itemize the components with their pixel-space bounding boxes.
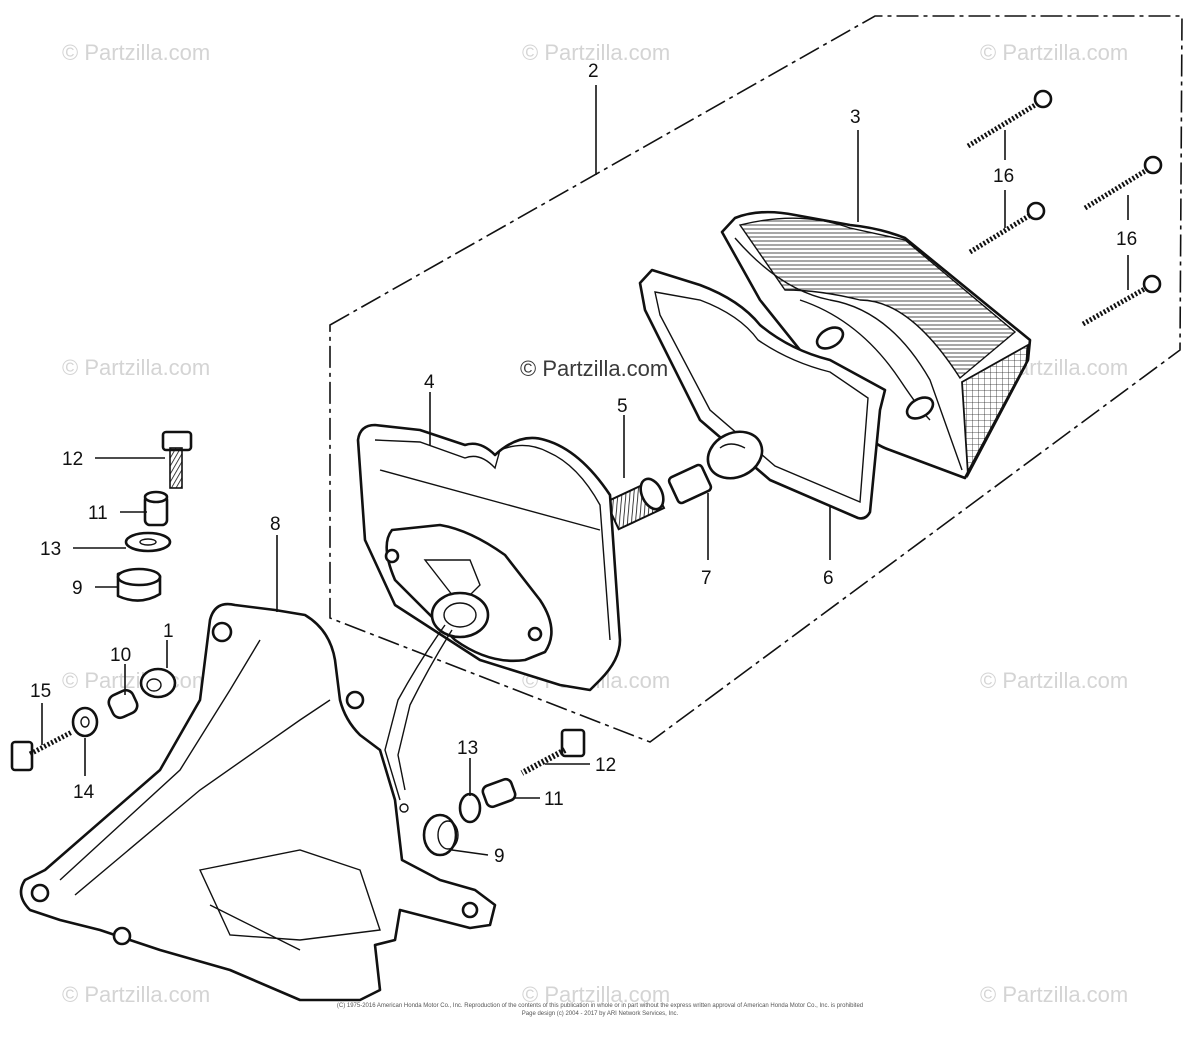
leader-lines bbox=[41, 85, 1129, 856]
watermark: © Partzilla.com bbox=[62, 355, 210, 380]
collar-11-left bbox=[143, 490, 169, 527]
callout-6: 6 bbox=[823, 568, 834, 589]
callouts: 2 3 16 16 4 5 7 6 8 12 11 13 9 1 10 15 1… bbox=[30, 61, 1137, 867]
washer-13-right bbox=[458, 792, 482, 824]
grommet-9-right bbox=[422, 813, 459, 857]
callout-12-right: 12 bbox=[595, 755, 616, 776]
assembly-boundary bbox=[329, 15, 1183, 743]
housing-part bbox=[356, 423, 622, 813]
callout-10: 10 bbox=[110, 645, 131, 666]
callout-13-left: 13 bbox=[40, 539, 61, 560]
washer-13-left bbox=[124, 531, 172, 553]
watermark: © Partzilla.com bbox=[980, 40, 1128, 65]
footer: (C) 1975-2016 American Honda Motor Co., … bbox=[337, 1003, 863, 1017]
gasket-part bbox=[638, 268, 887, 520]
collar-11-right bbox=[481, 777, 517, 809]
screw-16a bbox=[966, 89, 1053, 149]
nut-1 bbox=[139, 667, 177, 699]
watermark: © Partzilla.com bbox=[980, 982, 1128, 1007]
watermark-center: © Partzilla.com bbox=[520, 356, 668, 381]
callout-2: 2 bbox=[588, 61, 599, 82]
screw-16b bbox=[968, 201, 1046, 255]
callout-13-right: 13 bbox=[457, 738, 478, 759]
watermark: © Partzilla.com bbox=[62, 668, 210, 693]
collar-10 bbox=[107, 688, 139, 720]
callout-8: 8 bbox=[270, 514, 281, 535]
callout-14: 14 bbox=[73, 782, 95, 803]
screw-16c bbox=[1083, 155, 1163, 211]
watermark: © Partzilla.com bbox=[62, 40, 210, 65]
callout-12-left: 12 bbox=[62, 449, 83, 470]
callout-3: 3 bbox=[850, 107, 861, 128]
watermark: © Partzilla.com bbox=[522, 40, 670, 65]
bulb-part bbox=[667, 430, 764, 505]
callout-9-left: 9 bbox=[72, 578, 83, 599]
callout-9-right: 9 bbox=[494, 846, 505, 867]
left-hardware bbox=[10, 430, 193, 772]
callout-4: 4 bbox=[424, 372, 435, 393]
grommet-9-left bbox=[116, 567, 162, 602]
watermark: © Partzilla.com bbox=[980, 668, 1128, 693]
callout-7: 7 bbox=[701, 568, 712, 589]
lens-part bbox=[720, 210, 1032, 480]
callout-16-right: 16 bbox=[1116, 229, 1137, 250]
washer-14 bbox=[71, 706, 99, 738]
socket-part bbox=[604, 477, 666, 531]
callout-5: 5 bbox=[617, 396, 628, 417]
bolt-15 bbox=[10, 729, 74, 772]
screws-16 bbox=[966, 89, 1163, 327]
right-hardware bbox=[422, 728, 586, 857]
footer-line-1: (C) 1975-2016 American Honda Motor Co., … bbox=[337, 1003, 863, 1009]
bolt-12-right bbox=[520, 728, 586, 776]
watermark: © Partzilla.com bbox=[62, 982, 210, 1007]
callout-11-left: 11 bbox=[88, 503, 108, 524]
callout-1: 1 bbox=[163, 621, 174, 642]
watermark: © Partzilla.com bbox=[522, 982, 670, 1007]
callout-15: 15 bbox=[30, 681, 51, 702]
bracket-part bbox=[19, 602, 497, 1002]
screw-16d bbox=[1081, 274, 1162, 327]
callout-16-left: 16 bbox=[993, 166, 1014, 187]
footer-line-2: Page design (c) 2004 - 2017 by ARI Netwo… bbox=[522, 1011, 679, 1017]
callout-11-right: 11 bbox=[544, 789, 564, 810]
bolt-12-left bbox=[161, 430, 193, 489]
